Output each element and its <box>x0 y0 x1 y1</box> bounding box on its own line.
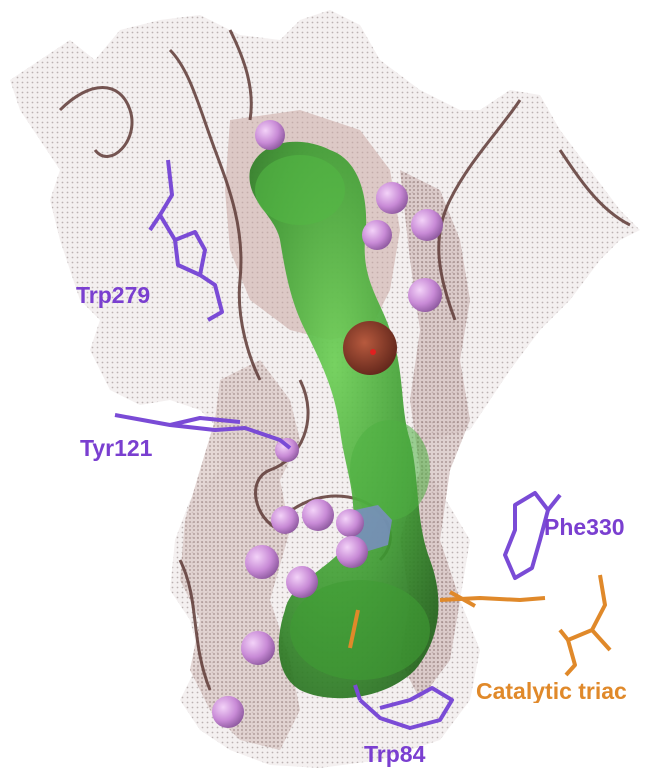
label-phe330: Phe330 <box>544 516 625 539</box>
center-sphere <box>343 321 397 375</box>
label-trp84: Trp84 <box>364 743 425 766</box>
label-catalytic-triad: Catalytic triac <box>476 680 660 703</box>
label-tyr121: Tyr121 <box>80 437 152 460</box>
label-trp279: Trp279 <box>76 284 150 307</box>
